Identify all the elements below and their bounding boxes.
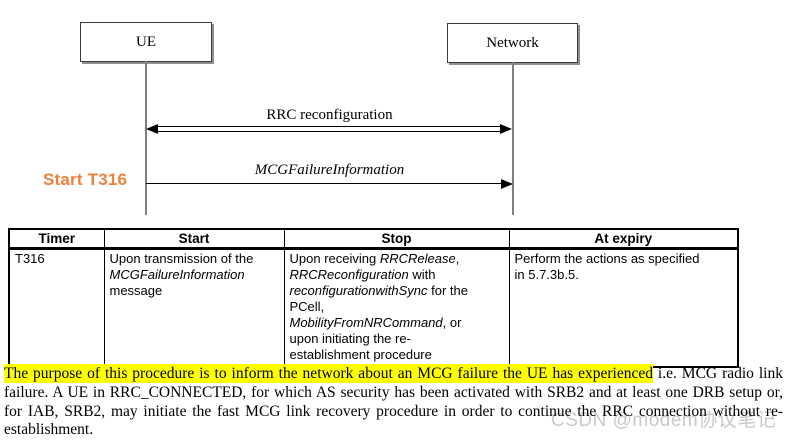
rrc-reconfiguration-arrow [157, 126, 502, 132]
network-lifeline [512, 62, 514, 215]
table-header-row: Timer Start Stop At expiry [8, 228, 739, 250]
paragraph-rest: i.e. MCG radio link failure. A UE in RRC… [4, 365, 783, 439]
header-start: Start [103, 228, 285, 250]
header-at-expiry: At expiry [508, 228, 739, 250]
arrowhead-left-icon [146, 124, 158, 134]
rrc-reconfiguration-label: RRC reconfiguration [266, 107, 393, 123]
network-label: Network [486, 34, 539, 51]
highlighted-text: The purpose of this procedure is to info… [4, 364, 653, 383]
mcg-failure-information-arrow [146, 183, 502, 184]
table-row: T316 Upon transmission of the MCGFailure… [8, 248, 739, 368]
timer-cell: T316 [8, 248, 105, 368]
header-stop: Stop [283, 228, 510, 250]
ue-label: UE [136, 33, 156, 50]
arrowhead-right-icon [501, 179, 513, 189]
mcg-failure-information-label: MCGFailureInformation [254, 162, 405, 178]
stop-cell: Upon receiving RRCRelease, RRCReconfigur… [283, 248, 510, 368]
timer-table: Timer Start Stop At expiry T316 Upon tra… [8, 228, 739, 368]
ue-lifeline [145, 61, 147, 215]
procedure-paragraph: The purpose of this procedure is to info… [4, 364, 783, 440]
at-expiry-cell: Perform the actions as specified in 5.7.… [508, 248, 739, 368]
arrowhead-right-icon [500, 124, 512, 134]
start-t316-label: Start T316 [43, 170, 128, 189]
network-actor-box: Network [447, 23, 578, 63]
start-cell: Upon transmission of the MCGFailureInfor… [103, 248, 285, 368]
header-timer: Timer [8, 228, 105, 250]
watermark: CSDN @modem协议笔记 [551, 410, 777, 431]
ue-actor-box: UE [80, 22, 212, 62]
